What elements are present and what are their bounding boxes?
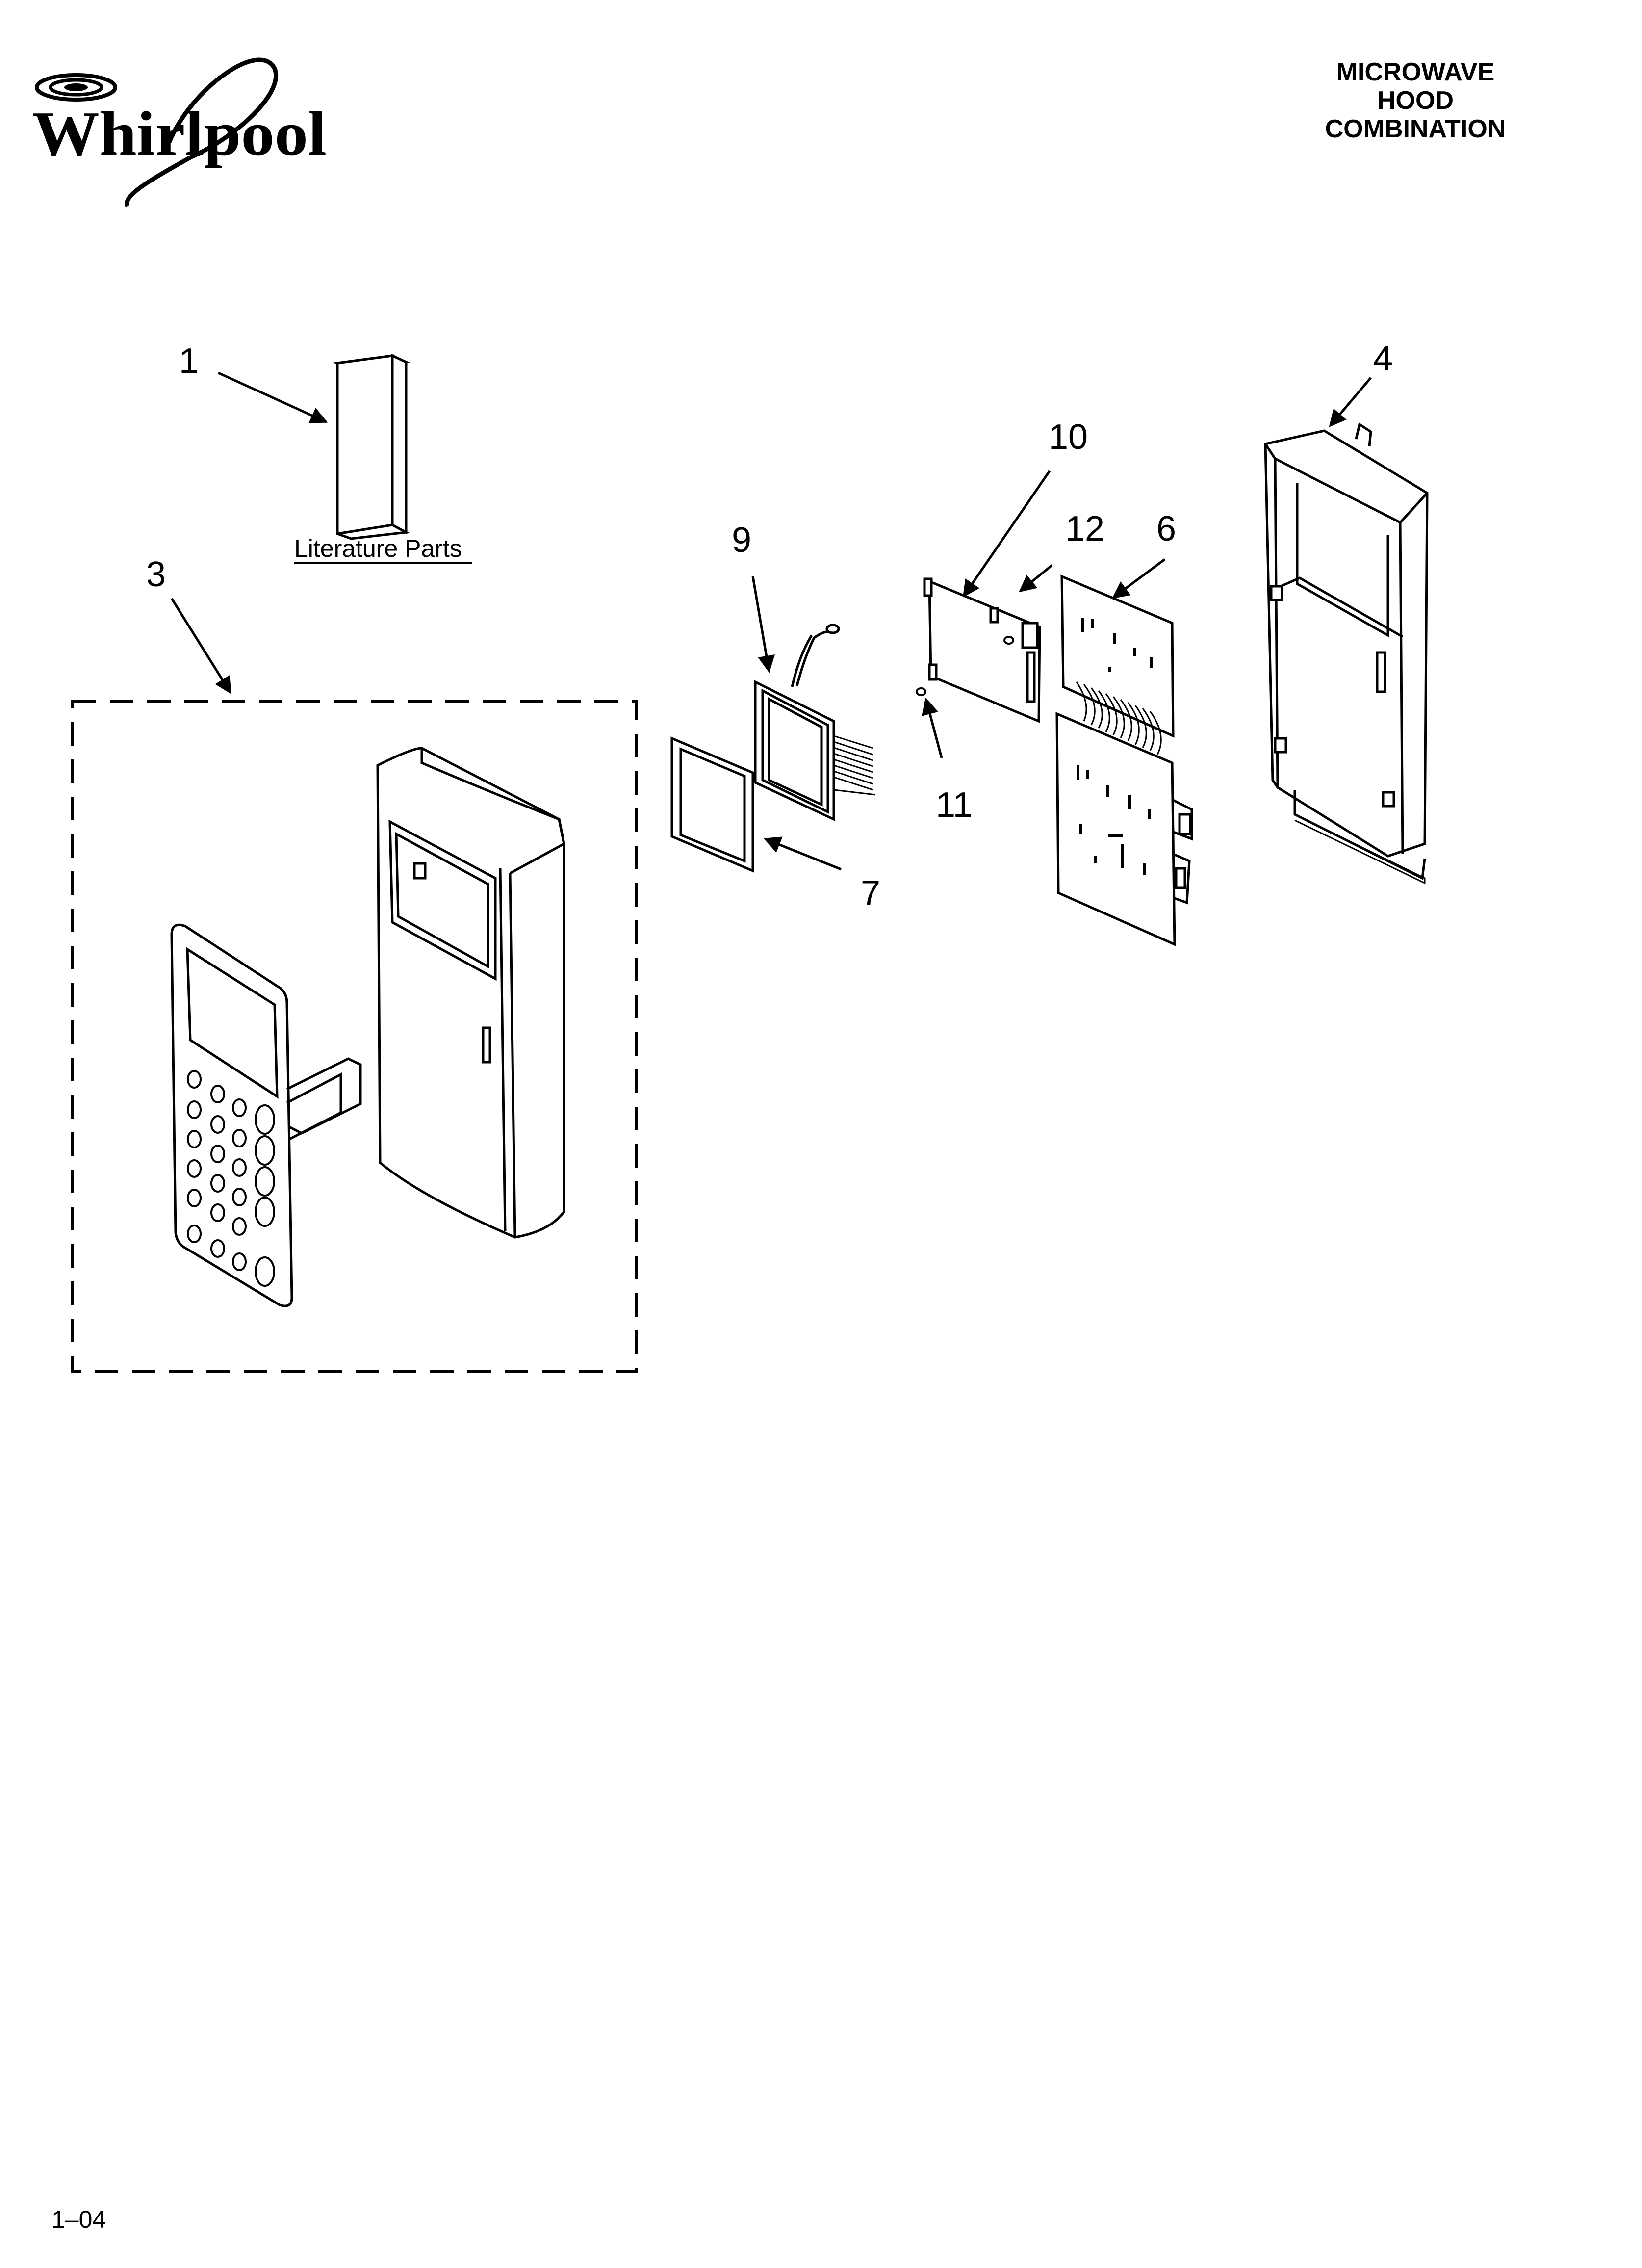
callout-3: 3: [146, 555, 166, 594]
callout-11: 11: [936, 785, 973, 825]
whirlpool-logo-art: Whirlpool: [32, 57, 327, 208]
callout-leader-4: [1329, 377, 1372, 427]
main-circuit-boards: [1055, 574, 1193, 946]
callout-leader-3: [170, 598, 232, 694]
whirlpool-logo: Whirlpool: [29, 49, 343, 211]
callout-leader-1: [217, 371, 328, 423]
callout-leader-6: [1112, 558, 1166, 599]
callout-10: 10: [1049, 417, 1088, 457]
callout-12: 12: [1065, 509, 1104, 548]
callout-leader-10: [962, 470, 1051, 598]
callout-6: 6: [1156, 509, 1176, 548]
display-window: [670, 736, 754, 873]
control-panel-housing: [376, 747, 565, 1239]
title-line-2: HOOD: [1377, 86, 1454, 115]
product-title: MICROWAVE HOOD COMBINATION: [1244, 58, 1587, 143]
page-number: 1–04: [51, 2206, 106, 2233]
callout-leader-7: [763, 836, 842, 871]
membrane-keypad: [170, 923, 362, 1307]
title-line-1: MICROWAVE: [1336, 58, 1495, 86]
callout-4: 4: [1373, 339, 1393, 378]
small-part-12: [1003, 636, 1014, 645]
control-panel-frame: [1264, 422, 1429, 885]
callout-1: 1: [179, 341, 199, 381]
display-assembly: [754, 624, 876, 821]
callout-leader-11: [922, 697, 943, 758]
board-components: [1077, 618, 1153, 875]
control-panel-assembly-box: [71, 700, 638, 1373]
literature-booklet: [333, 354, 410, 540]
callout-leader-9: [751, 576, 775, 673]
small-part-11: [916, 687, 926, 696]
literature-parts-label: Literature Parts: [294, 535, 462, 562]
callout-leader-12: [1019, 564, 1053, 593]
small-circuit-board: [923, 577, 1041, 723]
ribbon-cables: [1076, 681, 1162, 755]
keypad-buttons: [187, 1070, 275, 1287]
title-line-3: COMBINATION: [1325, 115, 1506, 143]
callout-7: 7: [861, 874, 880, 913]
whirlpool-wordmark: Whirlpool: [32, 99, 327, 168]
callout-9: 9: [732, 521, 751, 560]
